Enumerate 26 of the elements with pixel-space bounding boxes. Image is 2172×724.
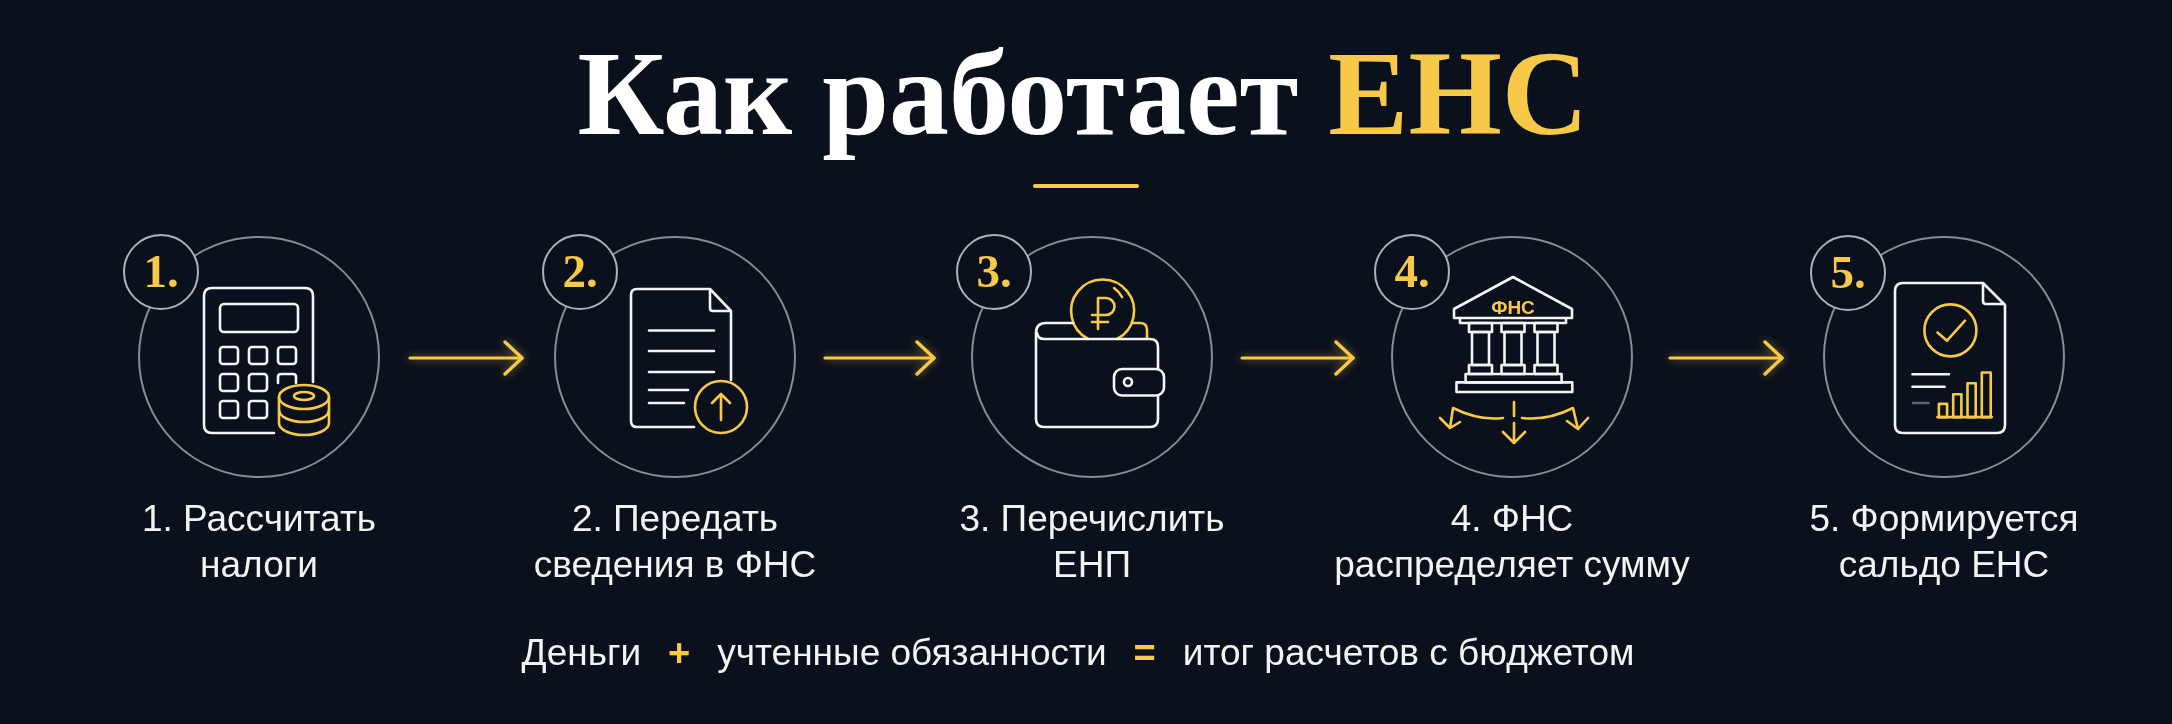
step-circle [138, 236, 380, 478]
step-circle [1391, 236, 1633, 478]
step-label: 1. Рассчитать налоги [141, 497, 377, 587]
step-number: 5. [1830, 248, 1866, 296]
arrow [408, 340, 524, 376]
step-number: 4. [1394, 247, 1430, 295]
title: Как работает ЕНС [577, 26, 1589, 162]
formula-text: учтенные обязанности [717, 631, 1107, 675]
formula-operator: + [668, 631, 691, 675]
step-label: 2. Передать сведения в ФНС [533, 497, 817, 587]
step-label: 3. Перечислить ЕНП [959, 497, 1225, 587]
step-label: 4. ФНС распределяет сумму [1334, 497, 1690, 587]
step-label: 5. Формируется сальдо ЕНС [1809, 497, 2079, 587]
building-sign-text: ФНС [1491, 297, 1535, 317]
step-number: 1. [143, 247, 179, 295]
step-number: 2. [562, 247, 598, 295]
formula-operator: = [1133, 631, 1156, 675]
step-circle [554, 236, 796, 478]
arrow [1240, 340, 1355, 376]
formula-text: Деньги [521, 631, 642, 675]
arrow [1668, 340, 1784, 376]
formula-text: итог расчетов с бюджетом [1182, 631, 1635, 675]
step-circle [971, 236, 1213, 478]
step-number: 3. [976, 247, 1012, 295]
arrow [823, 340, 936, 376]
step-circle [1823, 236, 2065, 478]
